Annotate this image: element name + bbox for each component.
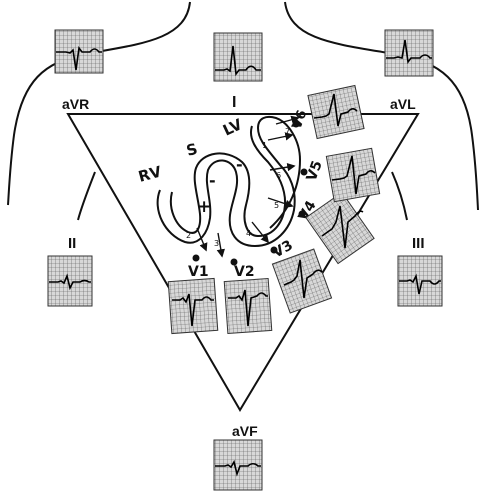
- ecg-strip-v5: [325, 147, 381, 203]
- ecg-strip-i: [213, 32, 263, 82]
- v6-label: V6: [290, 108, 311, 131]
- vector-number-6: 6: [276, 171, 281, 180]
- electrode-v5: [300, 168, 308, 176]
- minus-sign-1: -: [209, 171, 216, 190]
- lv-label: LV: [220, 115, 245, 140]
- ventricle-contour: [156, 115, 302, 248]
- minus-sign-2: -: [236, 155, 243, 174]
- ecg-strip-v4: [305, 191, 375, 265]
- electrode-v3: [270, 246, 278, 254]
- electrode-v4: [298, 210, 306, 218]
- left-arm-line: [77, 171, 96, 221]
- v2-label: V2: [234, 264, 255, 280]
- ecg-strip-v2: [223, 277, 273, 335]
- ecg-strip-avl: [384, 29, 434, 77]
- electrode-v6: [292, 120, 300, 128]
- precordial-electrodes: [192, 120, 308, 266]
- left-shoulder-line: [7, 1, 191, 206]
- v1-label: V1: [188, 264, 209, 280]
- ecg-strip-v6: [307, 84, 365, 140]
- plus-sign: +: [197, 197, 211, 217]
- ecg-strip-ii: [47, 255, 93, 307]
- right-arm-line: [391, 171, 408, 221]
- electrode-v1: [192, 254, 200, 262]
- ecg-strip-v1: [167, 277, 219, 335]
- vector-number-1: 1: [262, 141, 267, 150]
- ecg-strip-iii: [397, 255, 443, 307]
- ecg-strip-v3: [271, 248, 333, 314]
- rv-label: RV: [136, 162, 163, 185]
- v5-label: V5: [304, 159, 326, 184]
- ecg-strip-avf: [213, 439, 263, 491]
- lead-avl-label: aVL: [390, 96, 416, 112]
- electrode-v2: [230, 258, 238, 266]
- lead-iii-label: III: [412, 235, 425, 252]
- einthoven-triangle: [66, 113, 420, 412]
- ecg-strip-avr: [54, 29, 104, 74]
- lead-ii-label: II: [68, 235, 76, 252]
- vector-number-4: 4: [246, 229, 251, 238]
- lead-avr-label: aVR: [62, 96, 89, 112]
- septum-label: S: [184, 140, 199, 160]
- vector-number-3: 3: [214, 239, 219, 248]
- activation-vectors: [196, 115, 300, 258]
- vector-number-2: 2: [186, 231, 191, 240]
- lead-avf-label: aVF: [232, 423, 258, 439]
- vector-number-5: 5: [274, 201, 279, 210]
- vector-number-7: 7: [285, 127, 290, 136]
- lead-i-label: I: [232, 94, 236, 111]
